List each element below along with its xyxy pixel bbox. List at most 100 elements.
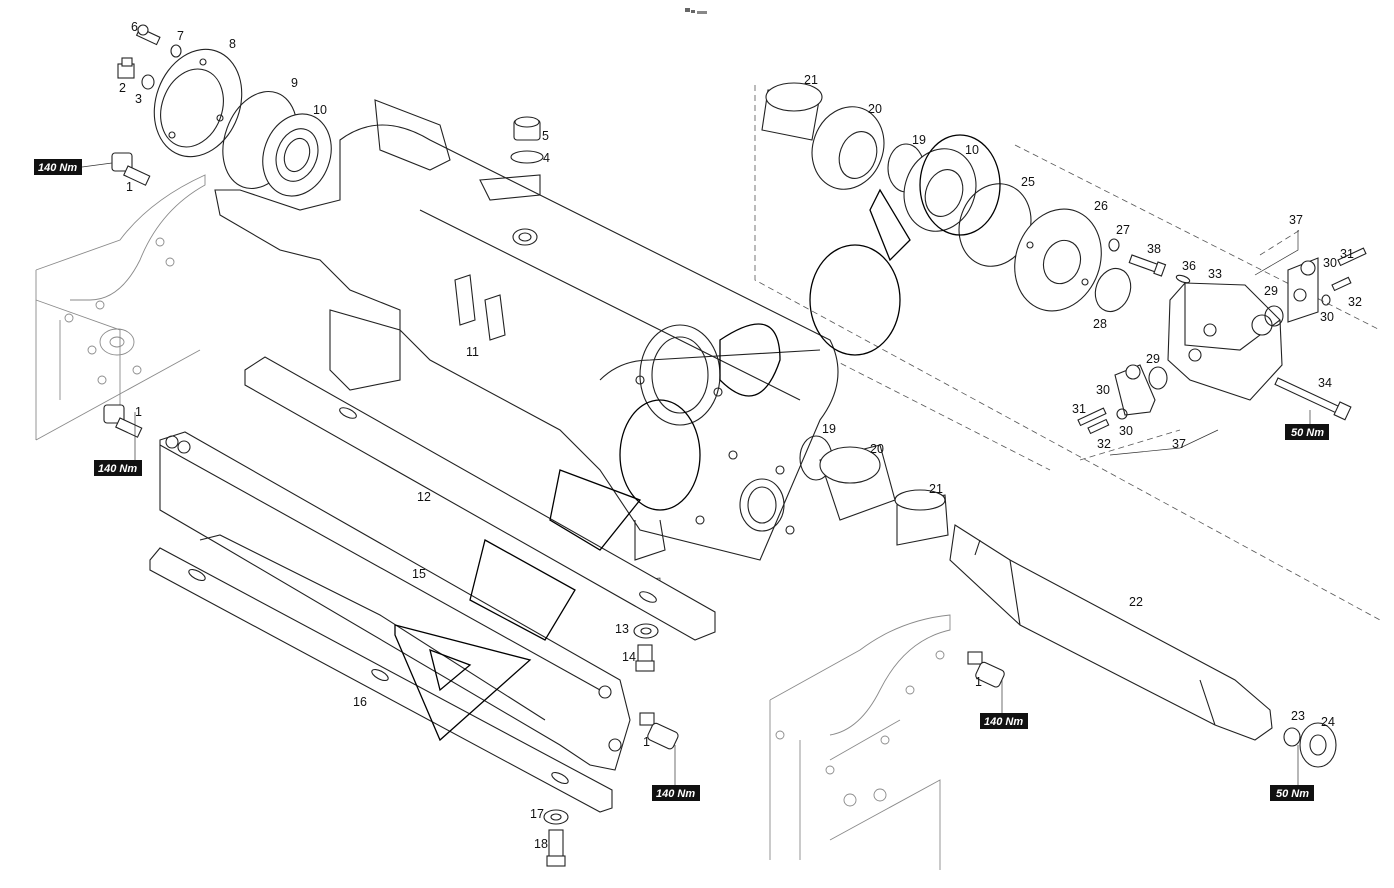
fitting-30-bottom bbox=[1114, 364, 1156, 416]
breather-5 bbox=[513, 116, 541, 141]
torque-label-pump: 50 Nm bbox=[1285, 424, 1329, 440]
bolt-1-right bbox=[967, 651, 1005, 688]
fitting-30-top bbox=[1287, 257, 1319, 323]
svg-text:140 Nm: 140 Nm bbox=[98, 463, 137, 475]
callout-20-bottom: 20 bbox=[870, 442, 884, 456]
callout-33: 33 bbox=[1208, 267, 1222, 281]
bushing-20-top bbox=[811, 106, 885, 190]
callout-5: 5 bbox=[542, 129, 549, 143]
callout-1-right: 1 bbox=[975, 675, 982, 689]
screw-31-top bbox=[1337, 247, 1367, 267]
bolt-38 bbox=[1128, 254, 1167, 277]
axle-housing-11 bbox=[214, 99, 839, 590]
small-logo-icon bbox=[685, 8, 707, 14]
screw-32-top bbox=[1331, 276, 1352, 292]
drive-shaft-22 bbox=[949, 524, 1273, 741]
callout-27: 27 bbox=[1116, 223, 1130, 237]
callout-1-top: 1 bbox=[126, 180, 133, 194]
callout-30-bottom-b: 30 bbox=[1119, 424, 1133, 438]
torque-label-top: 140 Nm bbox=[34, 159, 82, 175]
callout-22: 22 bbox=[1129, 595, 1143, 609]
callout-37-top: 37 bbox=[1289, 213, 1303, 227]
plug-2 bbox=[117, 57, 135, 79]
svg-text:50 Nm: 50 Nm bbox=[1276, 788, 1309, 800]
screw-31-bottom bbox=[1077, 407, 1107, 427]
chassis-frame-right bbox=[769, 614, 951, 870]
callout-37-bottom: 37 bbox=[1172, 437, 1186, 451]
assembly-guide-lines bbox=[519, 85, 1381, 621]
callout-19-top: 19 bbox=[912, 133, 926, 147]
callout-34: 34 bbox=[1318, 376, 1332, 390]
callout-21-top: 21 bbox=[804, 73, 818, 87]
callout-21-bottom: 21 bbox=[929, 482, 943, 496]
callout-15: 15 bbox=[412, 567, 426, 581]
bushing-21-bottom bbox=[894, 489, 949, 546]
bolt-1-top bbox=[111, 152, 151, 186]
callout-29-top: 29 bbox=[1264, 284, 1278, 298]
callout-1-lower: 1 bbox=[643, 735, 650, 749]
washer-17 bbox=[543, 809, 569, 825]
roller-bearing-10 bbox=[262, 113, 332, 197]
torque-label-right: 140 Nm bbox=[980, 713, 1028, 729]
callout-19-bottom: 19 bbox=[822, 422, 836, 436]
callout-29-bottom: 29 bbox=[1146, 352, 1160, 366]
callout-30-top-b: 30 bbox=[1320, 310, 1334, 324]
svg-text:140 Nm: 140 Nm bbox=[984, 716, 1023, 728]
callout-10-left: 10 bbox=[313, 103, 327, 117]
chassis-frame-left bbox=[35, 174, 206, 441]
callout-31-top: 31 bbox=[1340, 247, 1354, 261]
o-ring-29-a bbox=[1264, 305, 1284, 327]
bolt-18 bbox=[546, 829, 566, 867]
key-36 bbox=[1175, 274, 1191, 284]
callout-3: 3 bbox=[135, 92, 142, 106]
seal-ring-4 bbox=[510, 150, 544, 164]
callout-32-top: 32 bbox=[1348, 295, 1362, 309]
leader-lines bbox=[81, 162, 1311, 790]
svg-text:140 Nm: 140 Nm bbox=[656, 788, 695, 800]
nut-24 bbox=[1299, 722, 1337, 768]
bolt-34 bbox=[1274, 377, 1352, 421]
support-bracket-15 bbox=[159, 431, 631, 771]
bolt-14 bbox=[635, 644, 655, 672]
wear-plate-16 bbox=[149, 547, 613, 813]
callout-30-bottom-a: 30 bbox=[1096, 383, 1110, 397]
callout-10-right: 10 bbox=[965, 143, 979, 157]
washer-30-top bbox=[1321, 294, 1331, 306]
flange-26 bbox=[1014, 208, 1102, 312]
washer-13 bbox=[633, 623, 659, 639]
wear-plate-12 bbox=[244, 356, 716, 641]
torque-label-nut: 50 Nm bbox=[1270, 785, 1314, 801]
callout-6: 6 bbox=[131, 20, 138, 34]
callout-23: 23 bbox=[1291, 709, 1305, 723]
hydraulic-pump-33 bbox=[1167, 282, 1283, 401]
callout-25: 25 bbox=[1021, 175, 1035, 189]
o-ring-28 bbox=[1094, 267, 1132, 313]
callout-16: 16 bbox=[353, 695, 367, 709]
callout-20-top: 20 bbox=[868, 102, 882, 116]
callout-11: 11 bbox=[466, 345, 479, 359]
callout-24: 24 bbox=[1321, 715, 1335, 729]
callout-38: 38 bbox=[1147, 242, 1161, 256]
washer-7 bbox=[170, 44, 182, 58]
washer-3 bbox=[141, 74, 155, 90]
callout-18: 18 bbox=[534, 837, 548, 851]
o-ring-29-b bbox=[1148, 366, 1168, 390]
callout-9: 9 bbox=[291, 76, 298, 90]
callout-17: 17 bbox=[530, 807, 544, 821]
screw-32-bottom bbox=[1087, 418, 1110, 435]
callout-8: 8 bbox=[229, 37, 236, 51]
callout-30-top-a: 30 bbox=[1323, 256, 1337, 270]
washer-27 bbox=[1108, 238, 1120, 252]
callout-32-bottom: 32 bbox=[1097, 437, 1111, 451]
callout-28: 28 bbox=[1093, 317, 1107, 331]
callout-2: 2 bbox=[119, 81, 126, 95]
svg-text:140 Nm: 140 Nm bbox=[38, 162, 77, 174]
washer-30-bottom bbox=[1116, 408, 1128, 420]
bushing-21-top bbox=[761, 82, 823, 141]
torque-label-lower: 140 Nm bbox=[652, 785, 700, 801]
washer-23 bbox=[1283, 727, 1301, 747]
screw-6 bbox=[135, 24, 161, 46]
callout-12: 12 bbox=[417, 490, 431, 504]
watermark bbox=[394, 134, 1001, 742]
